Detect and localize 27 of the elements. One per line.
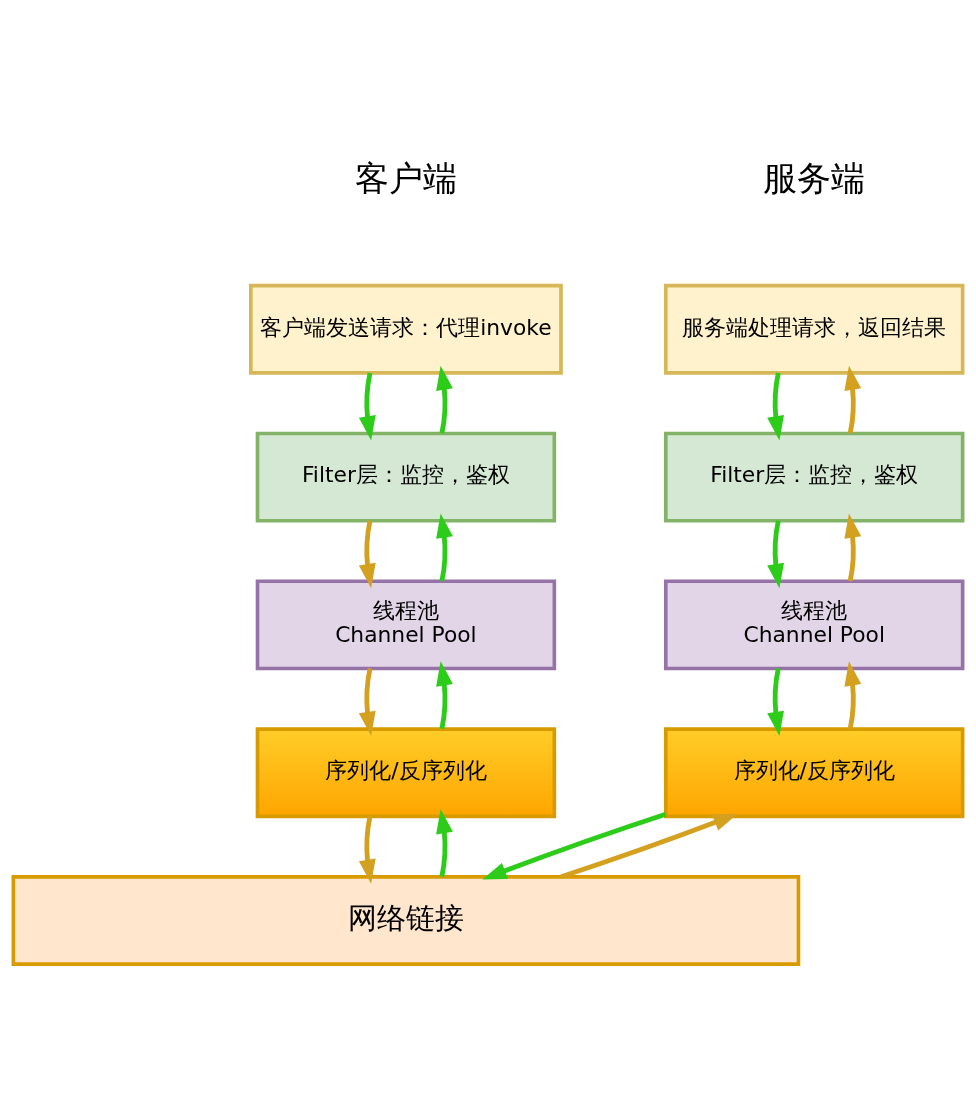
arrow — [844, 661, 862, 730]
arrow — [844, 513, 862, 582]
arrow — [560, 813, 738, 880]
node-box: 服务端处理请求，返回结果 — [664, 283, 965, 375]
arrow — [482, 811, 667, 880]
arrow — [436, 809, 453, 878]
node-box: 客户端发送请求：代理invoke — [249, 283, 563, 375]
arrow — [767, 668, 784, 737]
arrow — [436, 513, 453, 582]
arrow — [767, 520, 784, 589]
node-box: 序列化/反序列化 — [664, 727, 965, 819]
node-box: 线程池 Channel Pool — [664, 579, 965, 671]
node-box: Filter层：监控，鉴权 — [664, 431, 965, 523]
node-box: 线程池 Channel Pool — [255, 579, 557, 671]
arrow — [358, 668, 376, 737]
arrow — [358, 372, 376, 441]
arrow — [358, 520, 376, 589]
arrow — [844, 365, 862, 434]
node-box: Filter层：监控，鉴权 — [255, 431, 557, 523]
arrow — [436, 365, 453, 434]
arrow — [358, 815, 376, 884]
arrow — [436, 661, 453, 730]
label: 客户端 — [354, 158, 457, 198]
node-box: 序列化/反序列化 — [255, 727, 557, 819]
node-box: 网络链接 — [11, 875, 801, 966]
label: 服务端 — [763, 158, 866, 198]
arrow — [767, 372, 784, 441]
